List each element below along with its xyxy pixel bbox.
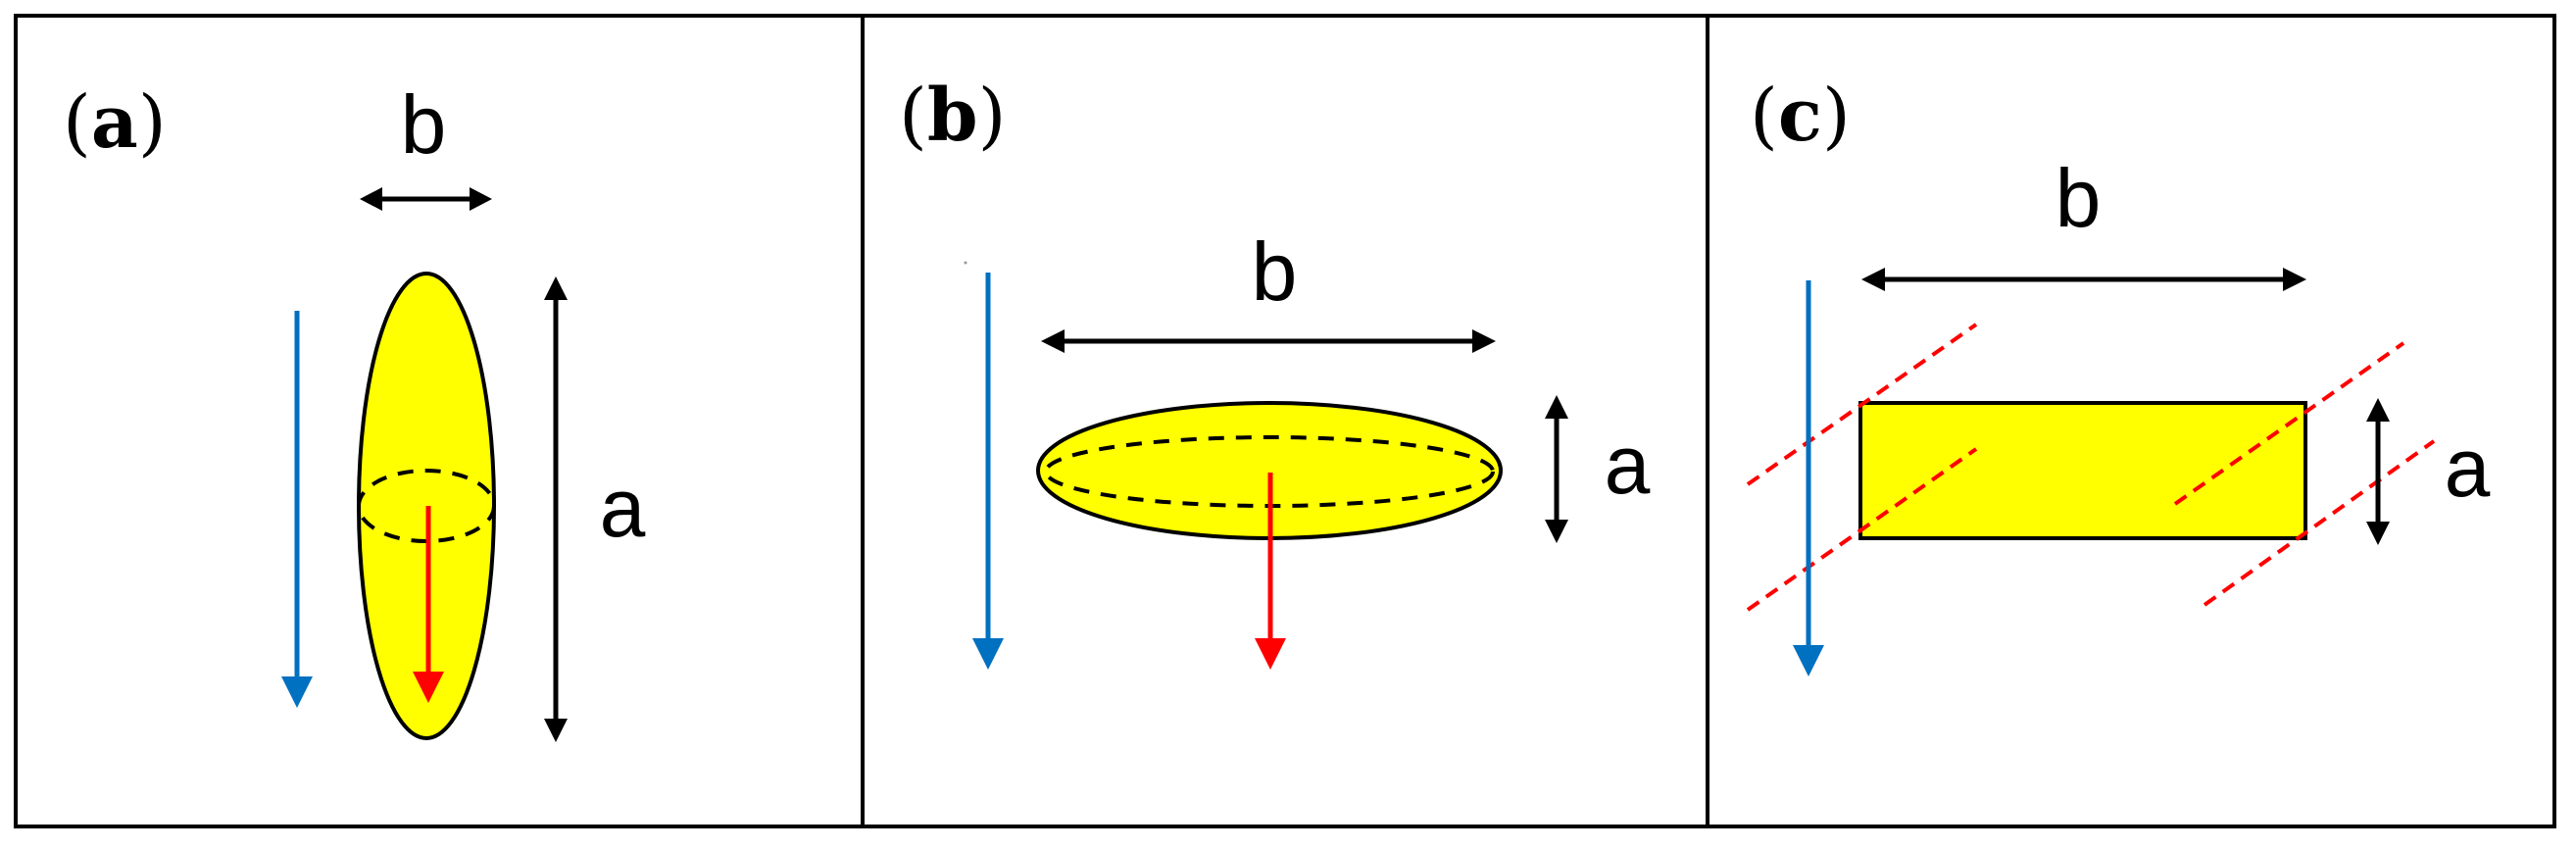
panel-a-dim-b-arrow-icon	[360, 187, 492, 211]
panel-a-dim-a-label: a	[600, 462, 646, 554]
panel-b-dim-b-label: b	[1252, 225, 1298, 318]
panel-b-velocity-arrow-icon	[1255, 473, 1286, 670]
panel-c-dim-a-arrow-icon	[2366, 398, 2390, 545]
panel-c-dim-b-label: b	[2056, 152, 2102, 244]
panel-b-dim-a-label: a	[1605, 419, 1651, 511]
panel-c-dashed-projection-lines	[1746, 323, 2436, 612]
panel-b: (b) b a	[899, 74, 1651, 670]
panel-c-flow-arrow-icon	[1793, 280, 1824, 676]
panel-b-dim-a-arrow-icon	[1545, 395, 1568, 543]
panel-c-label: (c)	[1750, 74, 1851, 158]
panel-c-cut-line-1	[1746, 323, 1978, 486]
panel-a-flow-arrow-icon	[281, 311, 313, 708]
panel-a-dim-b-label: b	[401, 78, 447, 171]
panel-b-dim-b-arrow-icon	[1041, 329, 1496, 353]
panel-c-cut-line-3	[2173, 341, 2405, 506]
panel-b-speck	[964, 261, 967, 265]
panel-b-flow-arrow-icon	[972, 273, 1004, 670]
panel-a-label: (a)	[63, 80, 167, 165]
panel-c-cut-line-2	[1746, 447, 1978, 612]
outer-border	[14, 14, 2556, 828]
panel-c-dim-a-label: a	[2445, 422, 2491, 514]
figure-frame	[14, 14, 2556, 828]
panel-c: (c) b a	[1746, 74, 2491, 676]
panel-a-velocity-arrow-icon	[413, 506, 444, 703]
panel-c-rectangular-plate	[1858, 401, 2307, 540]
panel-a: (a) b a	[63, 78, 646, 742]
panel-a-dim-a-arrow-icon	[544, 276, 568, 742]
panel-c-dim-b-arrow-icon	[1861, 268, 2306, 291]
panel-b-label: (b)	[899, 74, 1007, 158]
panel-c-cut-line-4	[2203, 439, 2436, 607]
